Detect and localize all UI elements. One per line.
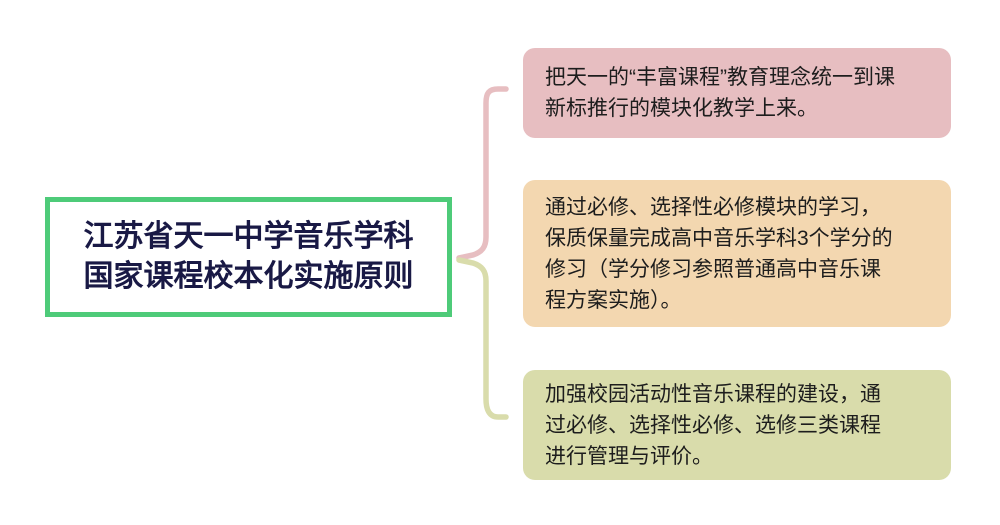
root-topic-text-line-1: 江苏省天一中学音乐学科	[83, 220, 414, 253]
branch-1-text-line-1: 把天一的“丰富课程”教育理念统一到课	[545, 66, 895, 89]
brace-lower-segment	[456, 257, 509, 420]
root-topic[interactable]: 江苏省天一中学音乐学科 国家课程校本化实施原则	[45, 197, 452, 317]
branch-2-text-line-1: 通过必修、选择性必修模块的学习，	[545, 195, 881, 219]
brace-upper-segment	[456, 86, 509, 261]
branch-topic-1[interactable]: 把天一的“丰富课程”教育理念统一到课 新标推行的模块化教学上来。	[523, 48, 951, 138]
branch-topic-2[interactable]: 通过必修、选择性必修模块的学习， 保质保量完成高中音乐学科3个学分的 修习（学分…	[523, 180, 951, 327]
branch-1-text-line-2: 新标推行的模块化教学上来。	[545, 97, 818, 120]
branch-3-text-line-3: 进行管理与评价。	[545, 444, 713, 468]
branch-2-text-line-2: 保质保量完成高中音乐学科3个学分的	[545, 226, 893, 250]
root-topic-text-line-2: 国家课程校本化实施原则	[83, 260, 414, 293]
branch-3-text-line-2: 过必修、选择性必修、选修三类课程	[545, 413, 881, 437]
branch-2-text-line-3: 修习（学分修习参照普通高中音乐课	[545, 257, 881, 281]
branch-2-text-line-4: 程方案实施）。	[545, 288, 682, 312]
branch-topic-3[interactable]: 加强校园活动性音乐课程的建设，通 过必修、选择性必修、选修三类课程 进行管理与评…	[523, 370, 951, 480]
branch-3-text-line-1: 加强校园活动性音乐课程的建设，通	[545, 382, 881, 406]
